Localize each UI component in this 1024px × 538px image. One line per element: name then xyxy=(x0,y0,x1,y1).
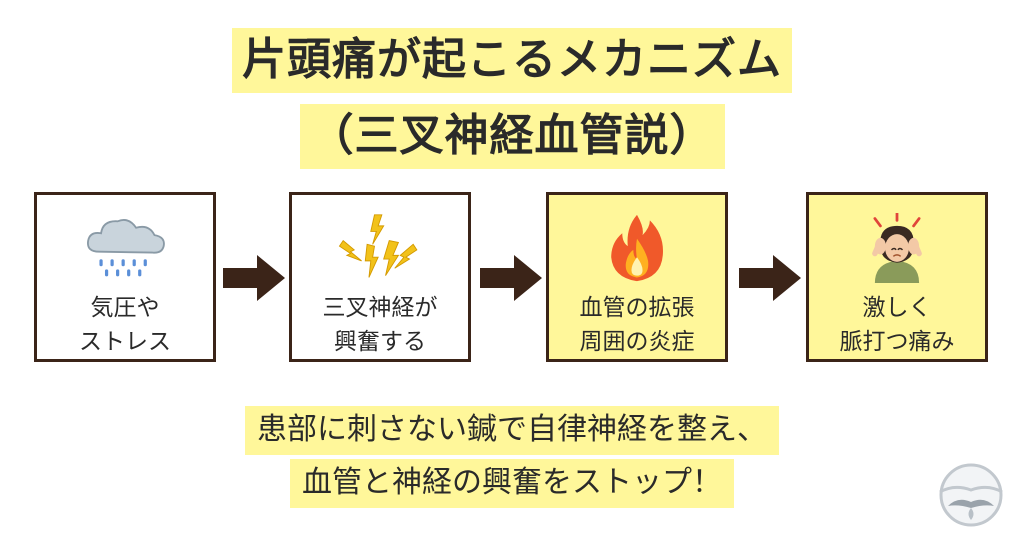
step-label: 血管の拡張 周囲の炎症 xyxy=(579,295,695,355)
mustache-face-logo-icon xyxy=(939,463,1003,527)
lightning-icon xyxy=(338,214,418,278)
step-box-trigeminal: 三叉神経が 興奮する xyxy=(289,192,471,362)
step-label: 三叉神経が 興奮する xyxy=(322,295,438,355)
arrow-right-icon xyxy=(739,255,801,301)
message-line-2: 血管と神経の興奮をストップ！ xyxy=(0,459,1024,508)
step-box-vasodilation: 血管の拡張 周囲の炎症 xyxy=(546,192,728,362)
fire-icon xyxy=(611,214,663,282)
title-line-1: 片頭痛が起こるメカニズム xyxy=(0,28,1024,93)
step-box-pulsating-pain: 激しく 脈打つ痛み xyxy=(806,192,988,362)
arrow-right-icon xyxy=(223,255,285,301)
step-label: 激しく 脈打つ痛み xyxy=(839,295,955,355)
step-label: 気圧や ストレス xyxy=(79,295,171,355)
message-line-1: 患部に刺さない鍼で自律神経を整え、 xyxy=(0,406,1024,455)
title-line-2: （三叉神経血管説） xyxy=(0,104,1024,169)
rain-cloud-icon xyxy=(87,219,165,277)
headache-person-icon xyxy=(872,213,922,283)
arrow-right-icon xyxy=(480,255,542,301)
step-box-pressure-stress: 気圧や ストレス xyxy=(34,192,216,362)
